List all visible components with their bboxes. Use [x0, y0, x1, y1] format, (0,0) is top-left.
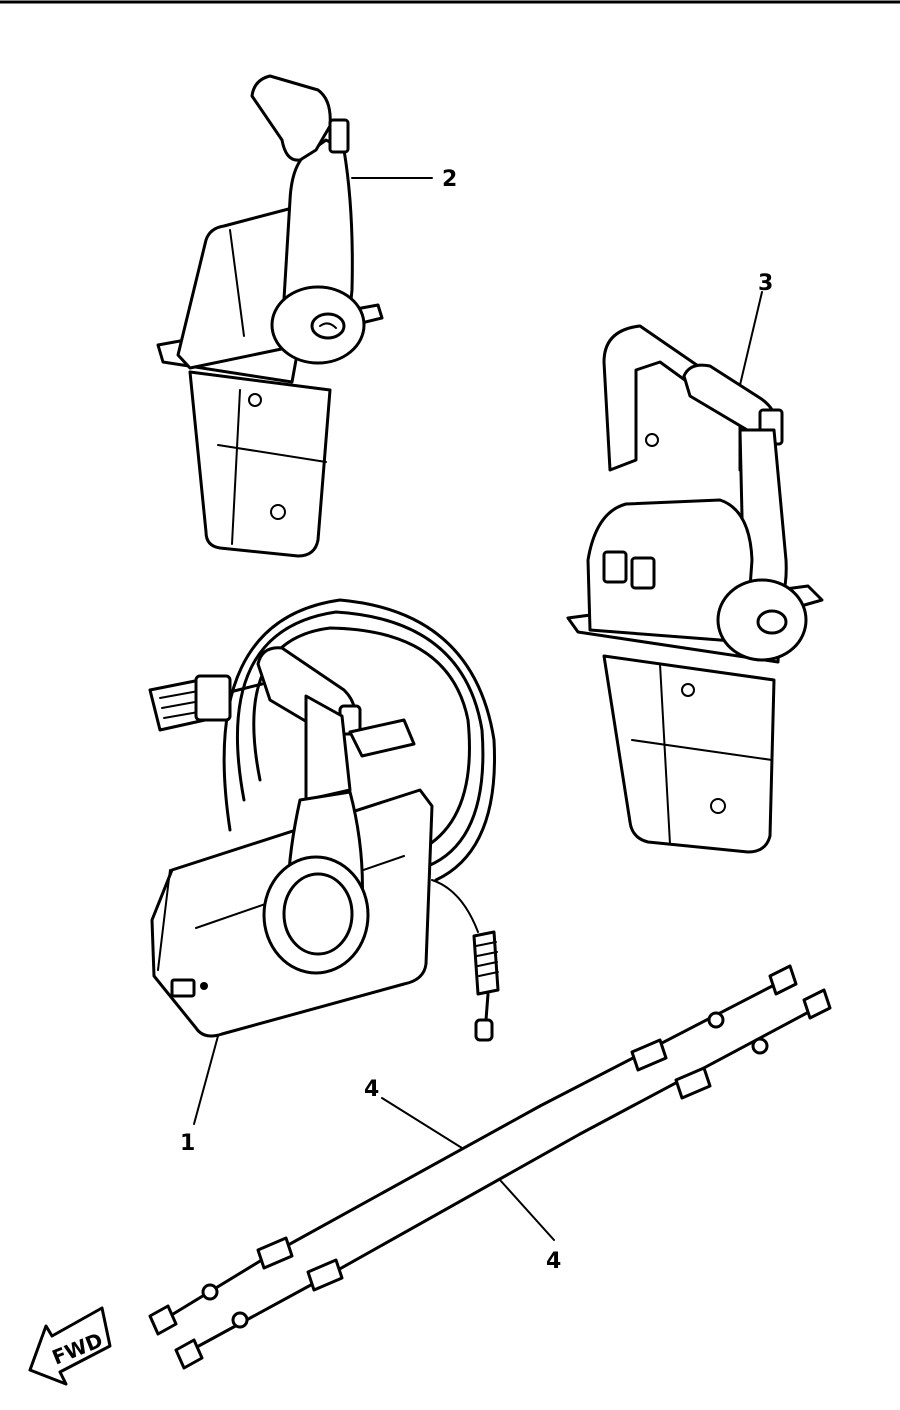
callout-4-lower: 4 [546, 1249, 561, 1274]
part-4-control-cables [148, 964, 832, 1370]
callout-4-upper: 4 [364, 1077, 379, 1102]
callout-1: 1 [180, 1131, 195, 1156]
callout-2: 2 [442, 167, 457, 192]
part-3-binnacle-control [566, 324, 824, 854]
leader-lines [193, 177, 763, 1241]
part-2-top-mount-control [156, 74, 384, 558]
callout-3: 3 [758, 271, 773, 296]
fwd-arrow [28, 1306, 112, 1386]
part-1-side-mount-control [148, 598, 500, 1042]
